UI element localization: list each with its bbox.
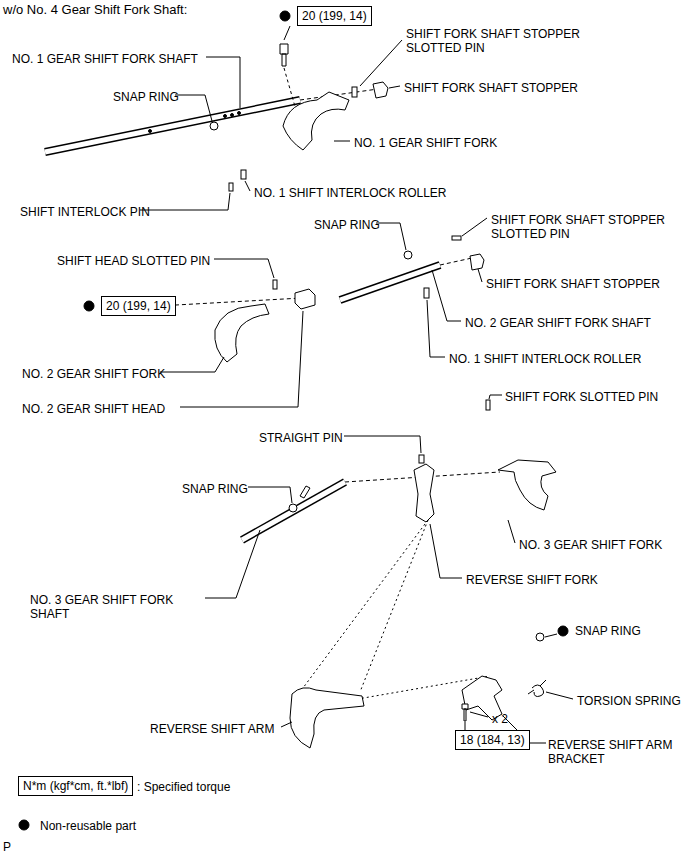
diagram-title: w/o No. 4 Gear Shift Fork Shaft:	[3, 2, 187, 18]
torque-value: 20 (199, 14)	[106, 299, 171, 313]
part-label: STRAIGHT PIN	[259, 431, 343, 445]
part-label: SHIFT HEAD SLOTTED PIN	[57, 254, 210, 268]
part-label: SNAP RING	[113, 90, 179, 104]
torque-box: 18 (184, 13)	[455, 730, 530, 750]
part-label: SNAP RING	[575, 624, 641, 638]
torque-value: 18 (184, 13)	[460, 733, 525, 747]
part-label: NO. 1 SHIFT INTERLOCK ROLLER	[449, 352, 642, 366]
part-label: NO. 2 GEAR SHIFT FORK SHAFT	[465, 316, 651, 330]
part-label: NO. 1 SHIFT INTERLOCK ROLLER	[254, 186, 447, 200]
part-label: SNAP RING	[182, 482, 248, 496]
part-label: SHIFT INTERLOCK PIN	[20, 205, 150, 219]
part-label: SNAP RING	[314, 218, 380, 232]
part-label: NO. 2 GEAR SHIFT FORK	[22, 367, 165, 381]
part-label: P	[3, 840, 11, 854]
part-label: NO. 3 GEAR SHIFT FORK	[519, 538, 662, 552]
part-label: REVERSE SHIFT ARM	[150, 722, 274, 736]
part-label: NO. 1 GEAR SHIFT FORK	[354, 136, 497, 150]
torque-box: 20 (199, 14)	[297, 6, 372, 26]
part-label: SHIFT FORK SHAFT STOPPER	[404, 81, 578, 95]
part-label: REVERSE SHIFT ARM BRACKET	[548, 738, 683, 766]
part-label: TORSION SPRING	[577, 694, 681, 708]
legend-text: Non-reusable part	[40, 819, 136, 833]
part-label: NO. 1 GEAR SHIFT FORK SHAFT	[12, 52, 198, 66]
part-label: NO. 2 GEAR SHIFT HEAD	[22, 402, 165, 416]
part-label: SHIFT FORK SLOTTED PIN	[505, 390, 658, 404]
torque-box: N*m (kgf*cm, ft.*lbf)	[18, 776, 133, 796]
part-label: SHIFT FORK SHAFT STOPPER SLOTTED PIN	[491, 213, 666, 241]
part-label: SHIFT FORK SHAFT STOPPER	[486, 277, 660, 291]
part-label: x 2	[492, 712, 508, 726]
torque-box: 20 (199, 14)	[101, 296, 176, 316]
legend-text: : Specified torque	[137, 780, 230, 794]
part-label: SHIFT FORK SHAFT STOPPER SLOTTED PIN	[406, 27, 606, 55]
part-label: NO. 3 GEAR SHIFT FORK SHAFT	[30, 593, 205, 621]
torque-value: 20 (199, 14)	[302, 9, 367, 23]
part-label: REVERSE SHIFT FORK	[466, 573, 598, 587]
torque-value: N*m (kgf*cm, ft.*lbf)	[23, 779, 128, 793]
